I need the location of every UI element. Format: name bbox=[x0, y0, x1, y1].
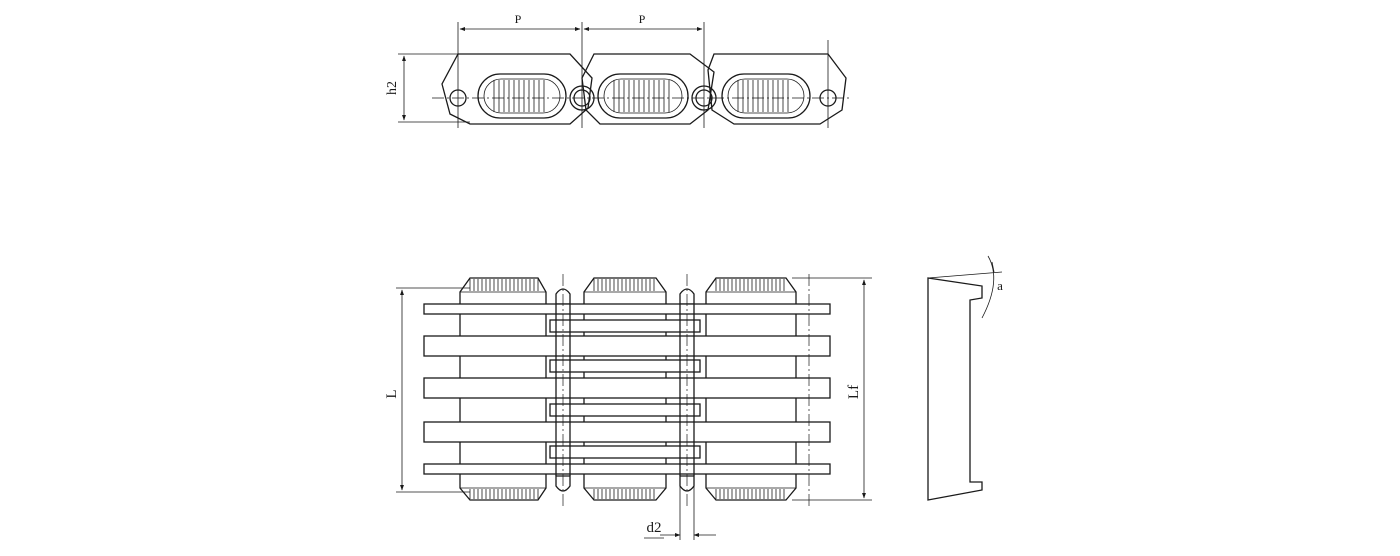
inner-plate-4 bbox=[549, 445, 701, 459]
pin-2-outer bbox=[569, 85, 595, 111]
roller-body-middle bbox=[583, 277, 667, 501]
roller-2 bbox=[597, 73, 689, 119]
link-plate-3 bbox=[707, 53, 847, 125]
pin-diameter-label: d2 bbox=[647, 520, 662, 536]
roller-body-right bbox=[705, 277, 797, 501]
roller-1 bbox=[477, 73, 567, 119]
plan-view: L Lf d2 bbox=[384, 274, 872, 540]
roller-body-left bbox=[459, 277, 547, 501]
pitch-label-1: P bbox=[515, 12, 522, 26]
full-length-label: Lf bbox=[846, 385, 862, 399]
outer-plate-5 bbox=[423, 463, 831, 475]
link-plate-1 bbox=[441, 53, 593, 125]
flight-profile bbox=[927, 277, 983, 501]
side-view: P P h2 bbox=[385, 12, 852, 128]
height-label: h2 bbox=[385, 81, 400, 95]
roller-3 bbox=[721, 73, 811, 119]
pin-2-inner bbox=[573, 89, 591, 107]
outer-plate-3 bbox=[423, 377, 831, 399]
pin-3-inner bbox=[695, 89, 713, 107]
pin-hole-1 bbox=[449, 89, 467, 107]
pin-3-outer bbox=[691, 85, 717, 111]
outer-plate-1 bbox=[423, 303, 831, 315]
outer-plate-4 bbox=[423, 421, 831, 443]
angle-label: a bbox=[997, 278, 1003, 293]
link-plate-2 bbox=[581, 53, 715, 125]
inner-plate-2 bbox=[549, 359, 701, 373]
length-label: L bbox=[384, 389, 400, 398]
inner-plate-1 bbox=[549, 319, 701, 333]
profile-view: a bbox=[927, 255, 1003, 501]
outer-plate-2 bbox=[423, 335, 831, 357]
pitch-label-2: P bbox=[639, 12, 646, 26]
pin-hole-4 bbox=[819, 89, 837, 107]
inner-plate-3 bbox=[549, 403, 701, 417]
